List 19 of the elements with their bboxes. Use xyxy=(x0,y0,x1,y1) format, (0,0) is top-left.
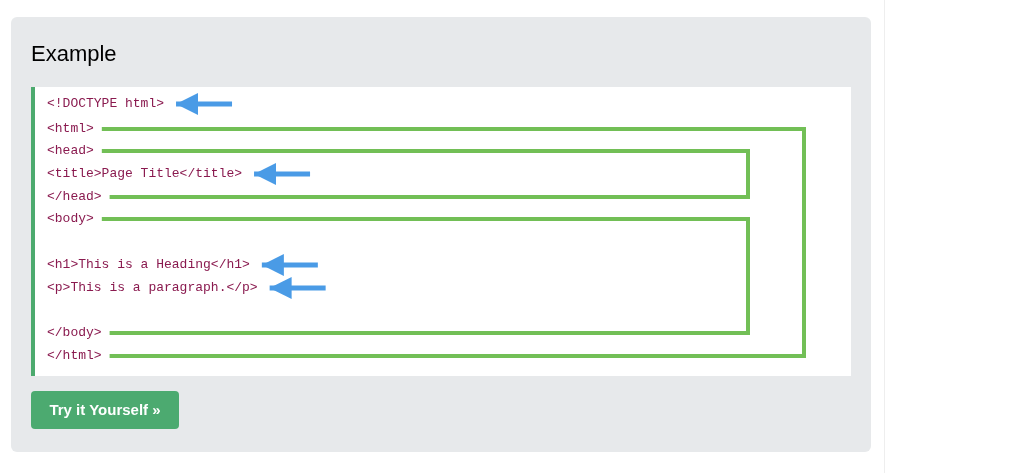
panel-heading: Example xyxy=(31,40,117,68)
code-line: <html> xyxy=(47,120,94,139)
arrow xyxy=(176,93,233,115)
bracket-line xyxy=(101,217,750,335)
code-line: </body> xyxy=(47,324,102,343)
bracket-line xyxy=(101,149,750,199)
arrow xyxy=(261,254,318,276)
code-line: <h1>This is a Heading</h1> xyxy=(47,256,250,275)
bracket-line xyxy=(101,127,806,358)
code-line: <title>Page Title</title> xyxy=(47,165,243,184)
code-line: </head> xyxy=(47,188,102,207)
arrow xyxy=(269,277,326,299)
code-line: <body> xyxy=(47,210,94,229)
code-line: <!DOCTYPE html> xyxy=(47,95,165,114)
arrow xyxy=(254,163,311,185)
code-line: <head> xyxy=(47,142,94,161)
try-it-button: Try it Yourself » xyxy=(31,391,179,429)
code-line: <p>This is a paragraph.</p> xyxy=(47,279,258,298)
code-line: </html> xyxy=(47,347,102,366)
